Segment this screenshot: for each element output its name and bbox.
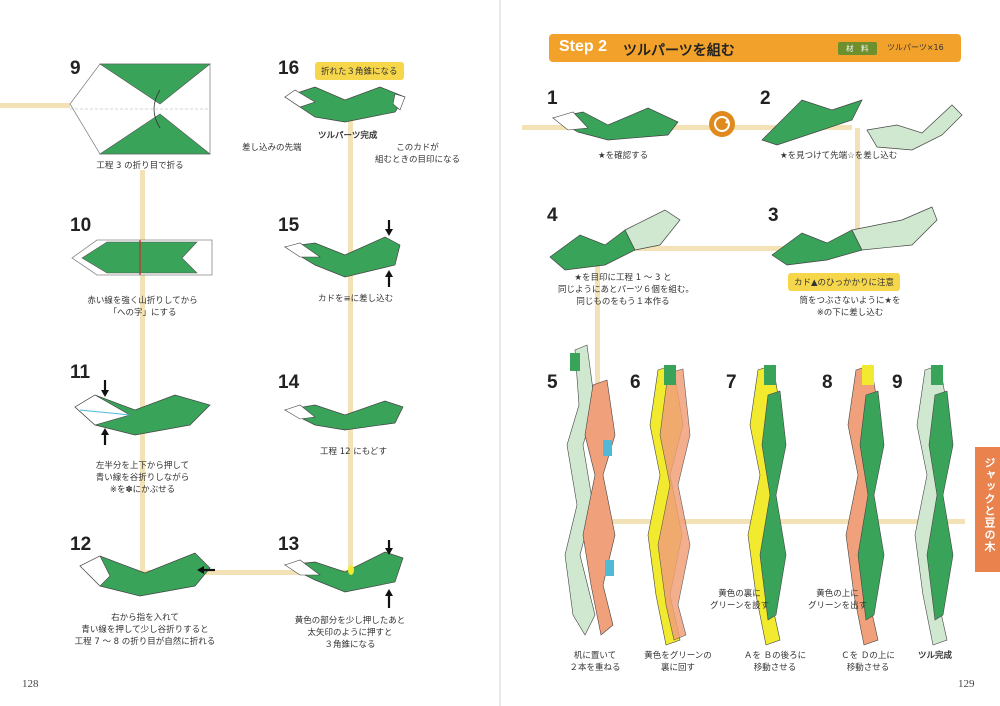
step-15-diagram: [283, 220, 401, 287]
step-number: 11: [70, 362, 91, 383]
step-caption: 赤い線を強く山折りしてから 「への字」にする: [87, 296, 198, 318]
step-13-diagram: [283, 540, 404, 608]
step-caption: Ａを Ｂの後ろに 移動させる: [743, 651, 807, 673]
step-caption: ★を確認する: [598, 151, 649, 161]
step-caption: Ｃを Ｄの上に 移動させる: [841, 651, 895, 673]
step-number: 13: [278, 534, 300, 555]
step-caption: 机に置いて ２本を重ねる: [569, 651, 621, 673]
assembly-column-9: [914, 364, 954, 646]
step-caption: 黄色の部分を少し押したあと 太矢印のように押すと ３角錐になる: [294, 616, 406, 650]
step-number: 1: [547, 88, 558, 109]
step-caption: ツル完成: [918, 651, 953, 661]
page-number: 129: [958, 678, 975, 690]
r8-note: 黄色の上に グリーンを出す: [808, 589, 868, 611]
guide-line: [140, 170, 145, 570]
rotate-icon: [709, 111, 735, 137]
assembly-column-7: [747, 364, 787, 646]
step-r2-diagram: [761, 99, 963, 151]
step-caption: 右から指を入れて 青い線を押して少し谷折りすると 工程 7 ～ 8 の折り目が自…: [74, 613, 216, 647]
step-caption: 筒をつぶさないように★を ※の下に差し込む: [799, 296, 901, 318]
step-r1-diagram: [552, 107, 679, 141]
step-16-diagram: [284, 86, 406, 123]
step-number: 16: [278, 58, 300, 79]
step-header: Step 2 ツルパーツを組む 材 料 ツルパーツ×16: [549, 34, 961, 62]
step-number: 15: [278, 215, 300, 236]
step-number: 14: [278, 372, 300, 393]
step-caption: ★を見つけて先端☆を差し込む: [780, 151, 898, 161]
page-number: 128: [22, 678, 39, 690]
step-number: 5: [547, 372, 558, 393]
s16-label-left: 差し込みの先端: [242, 143, 302, 153]
step-number: 6: [630, 372, 641, 393]
step-9-diagram: [69, 63, 211, 155]
materials-badge: 材 料: [838, 42, 877, 55]
step-label: Step 2: [559, 38, 608, 55]
guide-line: [140, 570, 350, 575]
step-11-diagram: [74, 380, 211, 445]
step-number: 8: [822, 372, 833, 393]
guide-line: [348, 100, 353, 573]
step-12-diagram: [79, 552, 215, 597]
step-caption: カドを≡に差し込む: [318, 294, 394, 304]
step-caption: 左半分を上下から押して 青い線を谷折りしながら ※を✽にかぶせる: [95, 461, 190, 495]
assembly-column-5: [564, 344, 616, 636]
materials-text: ツルパーツ×16: [887, 43, 944, 52]
assembly-column-8: [845, 364, 885, 646]
step-14-diagram: [283, 400, 404, 431]
guide-line: [855, 128, 860, 248]
guide-line: [522, 125, 852, 130]
step-title: ツルパーツを組む: [623, 43, 735, 59]
guide-line: [595, 246, 858, 251]
step-caption: 工程 3 の折り目で折る: [96, 161, 184, 171]
s16-label-right: このカドが 組むときの目印になる: [375, 143, 461, 165]
step-number: 9: [892, 372, 903, 393]
r3-callout: カド▲のひっかかりに注意: [788, 273, 901, 291]
s16-callout: 折れた３角錐になる: [315, 62, 404, 80]
step-number: 12: [70, 534, 92, 555]
r7-note: 黄色の裏に グリーンを設す: [710, 589, 770, 611]
step-caption: ★を目印に工程 1 ～ 3 と 同じようにあとパーツ６個を組む。 同じものをもう…: [558, 273, 694, 307]
step-r4-diagram: [549, 209, 681, 271]
step-number: 2: [760, 88, 771, 109]
step-number: 3: [768, 205, 779, 226]
step-number: 7: [726, 372, 737, 393]
step-number: 10: [70, 215, 92, 236]
step-r3-diagram: [771, 206, 938, 266]
chapter-side-tab: ジャックと豆の木: [975, 447, 1000, 572]
guide-line: [0, 103, 70, 108]
step-number: 9: [70, 58, 81, 79]
step-caption: 黄色をグリーンの 裏に回す: [644, 651, 712, 673]
step-number: 4: [547, 205, 558, 226]
step-caption: 工程 12 にもどす: [320, 447, 388, 457]
step-caption: ツルパーツ完成: [318, 131, 378, 141]
assembly-column-6: [647, 364, 691, 646]
book-spine: [499, 0, 501, 706]
step-10-diagram: [71, 239, 213, 276]
